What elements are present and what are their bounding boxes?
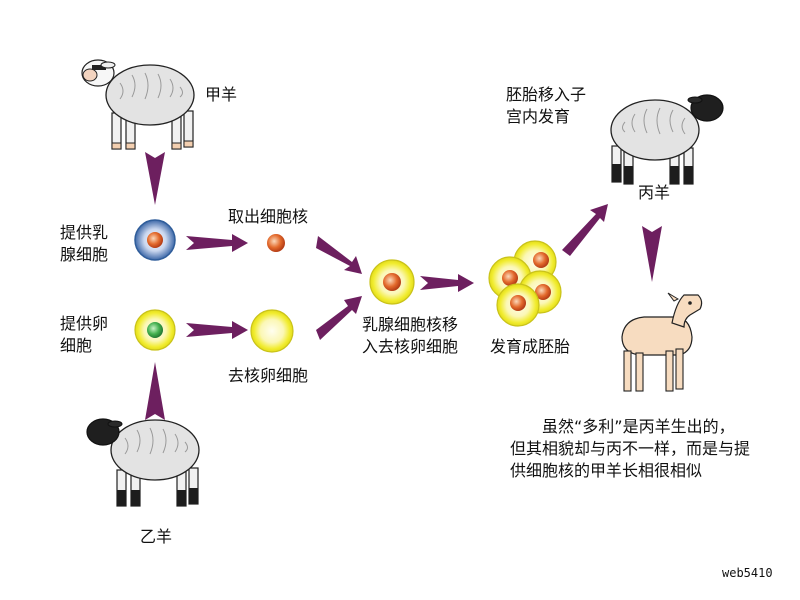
fused-egg-nucleus [383, 273, 401, 291]
extracted-nucleus [267, 234, 285, 252]
label-provide-mammary-2: 腺细胞 [60, 245, 109, 264]
label-sheep-c: 丙羊 [638, 183, 671, 202]
process-arrows [145, 152, 662, 420]
arrow-nucleus-to-fusion [316, 236, 362, 274]
label-sheep-a: 甲羊 [205, 85, 238, 104]
arrow-sheepB-to-egg [145, 362, 165, 420]
sheep-a-figure [81, 59, 195, 150]
label-provide-mammary-1: 提供乳 [60, 223, 109, 242]
label-transfer-1: 胚胎移入子 [506, 85, 587, 104]
note-line-1: 虽然“多利”是丙羊生出的， [542, 417, 735, 436]
arrow-sheepA-to-cell [145, 152, 165, 205]
dolly-lamb-figure [621, 292, 703, 392]
mammary-cell-nucleus [147, 232, 163, 248]
embryo-cluster [488, 240, 562, 327]
arrow-sheepC-to-dolly [642, 226, 662, 282]
label-extract-nucleus: 取出细胞核 [228, 207, 309, 226]
sheep-b-figure [86, 418, 200, 507]
label-fusion-1: 乳腺细胞核移 [362, 315, 459, 334]
label-embryo: 发育成胚胎 [490, 337, 571, 356]
sheep-c-figure [610, 94, 724, 185]
arrow-fusion-to-embryo [420, 274, 474, 292]
arrow-cell-to-nucleus [186, 234, 248, 252]
arrow-enucleated-to-fusion [316, 296, 362, 340]
label-sheep-b: 乙羊 [140, 527, 173, 546]
watermark: web5410 [722, 566, 773, 580]
label-provide-egg-2: 细胞 [60, 336, 93, 355]
label-fusion-2: 入去核卵细胞 [362, 337, 459, 356]
label-provide-egg-1: 提供卵 [60, 314, 109, 333]
label-enucleated-egg: 去核卵细胞 [228, 366, 309, 385]
note-line-2: 但其相貌却与丙不一样，而是与提 [510, 439, 751, 458]
label-transfer-2: 宫内发育 [506, 107, 571, 126]
arrow-egg-to-enucleated [186, 321, 248, 339]
donor-egg-nucleus [147, 322, 163, 338]
note-line-3: 供细胞核的甲羊长相很相似 [510, 461, 703, 480]
enucleated-egg-cell [250, 309, 294, 353]
arrow-embryo-to-sheepC [562, 204, 608, 256]
